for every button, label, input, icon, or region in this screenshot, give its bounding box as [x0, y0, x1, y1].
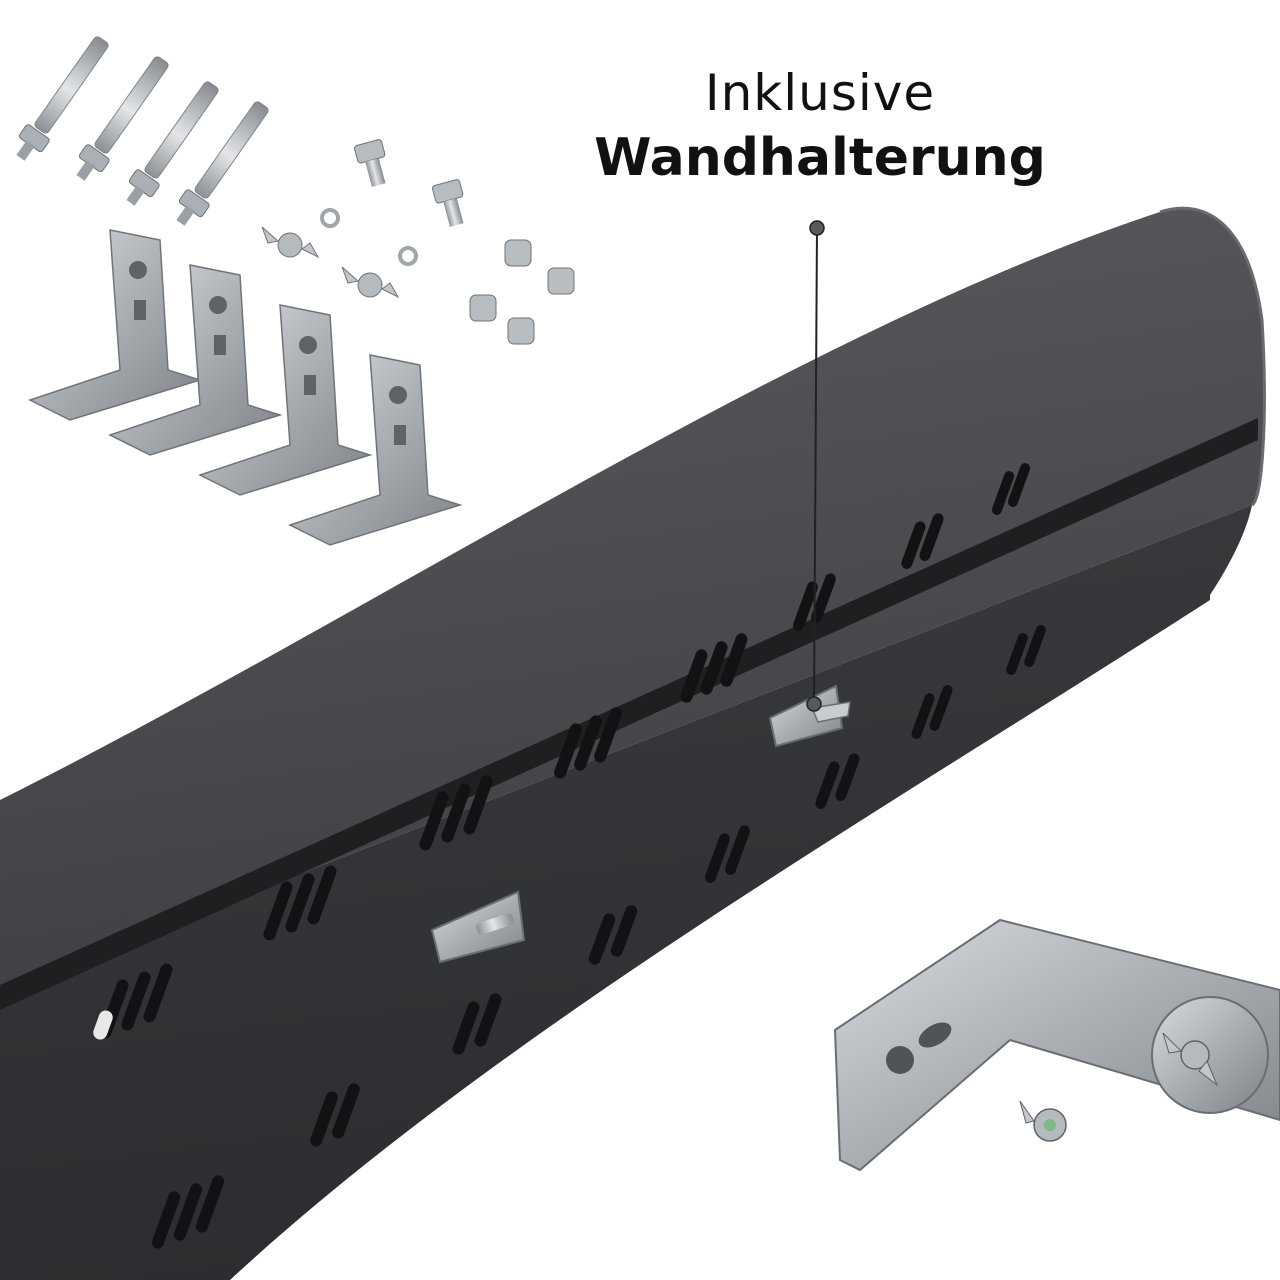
patio-heater-panel: [0, 206, 1266, 1280]
callout-line: [806, 220, 825, 712]
ventilation-slots-upper: [99, 463, 1031, 1039]
screws-and-wing-nuts: [261, 139, 575, 345]
ventilation-slots-lower: [151, 625, 1046, 1249]
anchor-bolts: [16, 36, 269, 226]
caption-line-2: Wandhalterung: [594, 128, 1046, 188]
bracket-close-up: [833, 918, 1280, 1172]
mount-clip-right: [768, 684, 851, 748]
caption-line-1: Inklusive: [704, 64, 936, 122]
mount-clip-left: [430, 890, 526, 964]
wall-bracket-set: [28, 229, 463, 546]
